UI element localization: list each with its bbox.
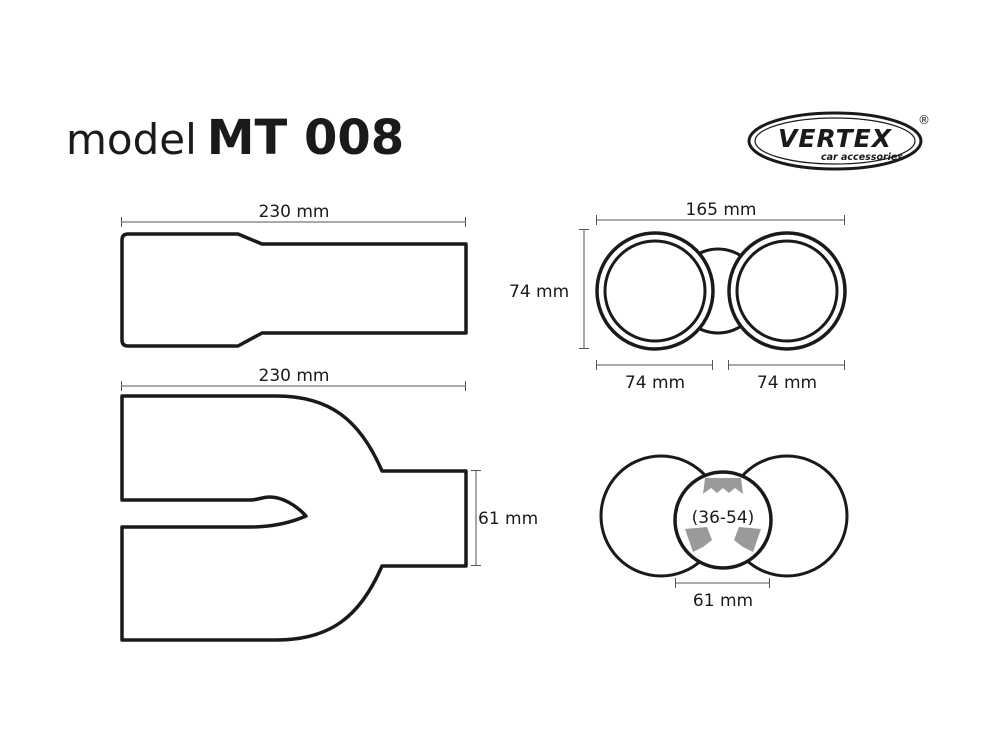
left-outlet-inner-ring	[603, 239, 707, 343]
single-tip-side-view: 230 mm	[120, 202, 468, 348]
double-tip-length-label: 230 mm	[259, 366, 330, 386]
inlet-width-label: 61 mm	[693, 591, 753, 611]
outlet-left-width-label: 74 mm	[625, 373, 685, 393]
clamp-left	[685, 527, 712, 552]
title-prefix: model	[66, 115, 197, 164]
outlet-front-view: 165 mm 74 mm 74 mm 74 mm	[509, 200, 847, 393]
right-outlet-inner-ring	[735, 239, 839, 343]
total-width-label: 165 mm	[686, 200, 757, 220]
outlet-right-width-label: 74 mm	[757, 373, 817, 393]
inlet-range-label: (36-54)	[692, 508, 755, 528]
clamp-top	[703, 478, 743, 494]
double-tip-outline	[120, 394, 468, 642]
model-number: MT 008	[206, 110, 405, 166]
clamp-right	[734, 527, 761, 552]
logo-brand: VERTEX	[778, 124, 893, 153]
registered-mark: ®	[918, 113, 930, 127]
single-tip-length-label: 230 mm	[259, 202, 330, 222]
inlet-height-label: 61 mm	[478, 509, 538, 529]
logo-tagline: car accessories	[821, 152, 903, 163]
inlet-view: (36-54) 61 mm	[599, 454, 849, 611]
left-outlet-outer-ring	[595, 231, 715, 351]
vertex-logo: VERTEX car accessories ®	[747, 111, 930, 171]
outlet-height-label: 74 mm	[509, 282, 569, 302]
single-tip-outline	[120, 232, 468, 348]
double-tip-side-view: 230 mm 61 mm	[120, 366, 538, 642]
right-outlet-outer-ring	[727, 231, 847, 351]
